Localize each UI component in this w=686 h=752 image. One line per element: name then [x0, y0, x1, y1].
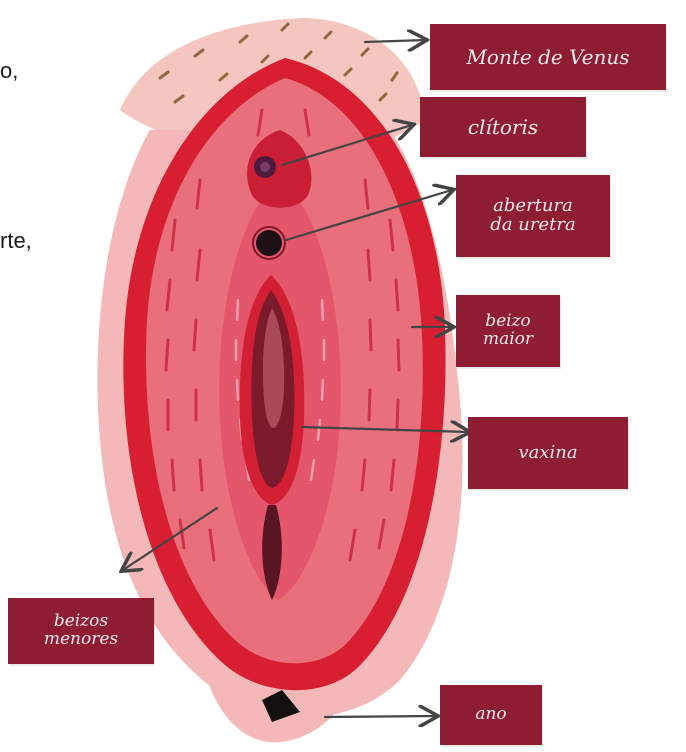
label-clitoris-text: clítoris — [468, 117, 538, 138]
urethra-shape — [256, 230, 282, 256]
label-beizo-maior-text: beizo maior — [483, 313, 533, 349]
label-abertura-uretra-text: abertura da uretra — [490, 197, 575, 235]
label-monte-de-venus-text: Monte de Venus — [466, 47, 629, 68]
label-ano: ano — [440, 685, 542, 745]
arrow-ano — [325, 716, 436, 717]
label-monte-de-venus: Monte de Venus — [430, 24, 666, 90]
label-beizo-maior: beizo maior — [456, 295, 560, 367]
label-clitoris: clítoris — [420, 97, 586, 157]
label-abertura-uretra: abertura da uretra — [456, 175, 610, 257]
label-beizos-menores-text: beizos menores — [44, 613, 118, 649]
label-vaxina-text: vaxina — [518, 444, 577, 463]
label-vaxina: vaxina — [468, 417, 628, 489]
label-beizos-menores: beizos menores — [8, 598, 154, 664]
label-ano-text: ano — [475, 706, 506, 724]
